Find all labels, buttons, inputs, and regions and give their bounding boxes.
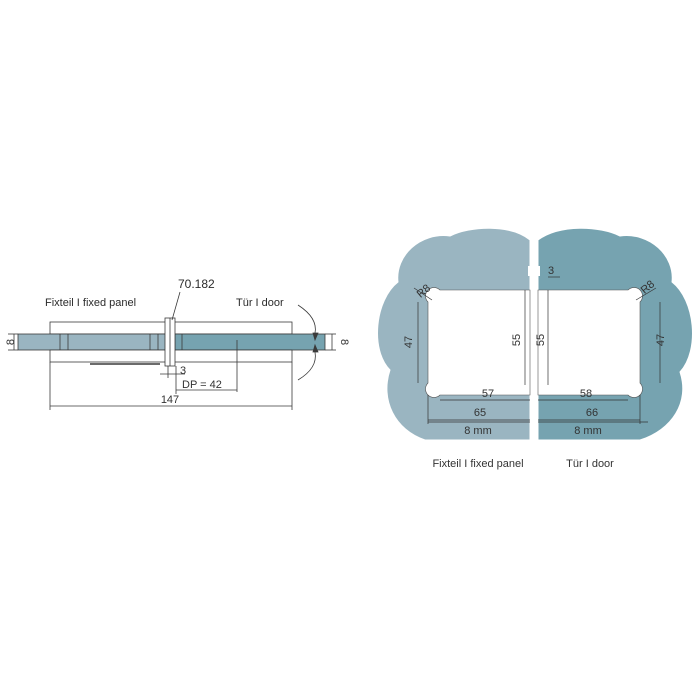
side-view <box>8 291 336 410</box>
left-55-value: 55 <box>511 334 523 346</box>
left-47-value: 47 <box>403 336 415 348</box>
door-panel-glass <box>174 333 326 351</box>
fixed-panel-label: Fixteil I fixed panel <box>45 297 136 309</box>
door-label: Tür I door <box>236 297 284 309</box>
left-65-value: 65 <box>474 407 486 419</box>
cutout-gap-value: 3 <box>548 265 554 277</box>
rotation-arc-top <box>297 304 316 334</box>
cutout-dimensions <box>413 276 661 424</box>
right-55-value: 55 <box>535 334 547 346</box>
rotation-arc-bottom <box>297 351 316 381</box>
right-47-value: 47 <box>655 334 667 346</box>
right-58-value: 58 <box>580 388 592 400</box>
right-r8-leader <box>635 287 657 301</box>
gap-notch <box>528 266 540 276</box>
left-caption: Fixteil I fixed panel <box>432 458 523 470</box>
rotation-arrow-top <box>312 332 319 342</box>
model-label: 70.182 <box>178 277 215 291</box>
left-57-value: 57 <box>482 388 494 400</box>
right-caption: Tür I door <box>566 458 614 470</box>
dim-gap-value: 3 <box>180 365 186 377</box>
door-panel-cutout <box>537 287 643 398</box>
left-r8-leader <box>413 287 433 301</box>
model-leader <box>171 291 181 321</box>
dim-total-value: 147 <box>161 394 179 406</box>
dim-dp-value: DP = 42 <box>182 379 222 391</box>
dim-right-value: 8 <box>338 339 350 345</box>
fixed-panel-cutout <box>425 287 531 398</box>
dim-left-value: 8 <box>5 339 17 345</box>
left-8mm-value: 8 mm <box>464 425 492 437</box>
right-8mm-value: 8 mm <box>574 425 602 437</box>
rotation-arrow-bottom <box>312 343 319 353</box>
right-66-value: 66 <box>586 407 598 419</box>
fixed-panel-glass <box>17 333 171 351</box>
